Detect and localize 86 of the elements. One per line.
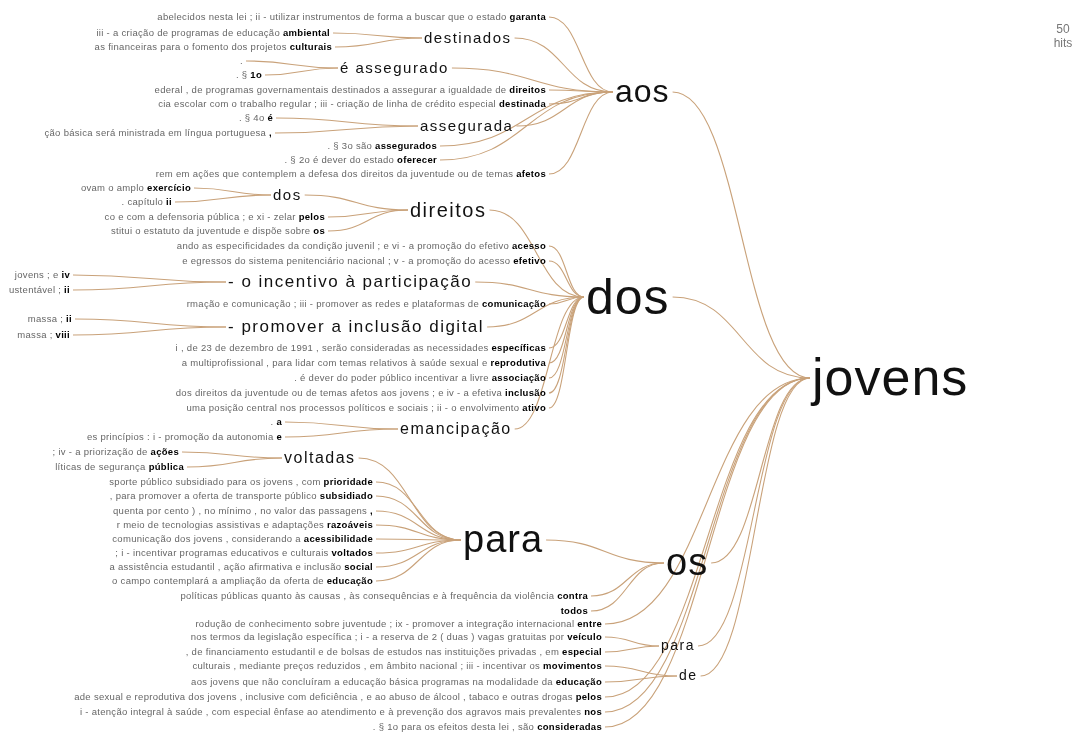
context-text: . § 1o para os efeitos desta lei , são consideradas bbox=[372, 721, 602, 733]
connector-line bbox=[186, 457, 283, 468]
context-text: massa ; viii bbox=[17, 329, 70, 341]
context-text: . é dever do poder público incentivar a livre associação bbox=[294, 372, 546, 384]
context-text: ção básica será ministrada em língua portuguesa , bbox=[44, 127, 272, 139]
context-text: massa ; ii bbox=[27, 313, 72, 325]
connector-line bbox=[72, 281, 227, 291]
context-text: aos jovens que não concluíram a educação básica programas na modalidade da educação bbox=[191, 676, 602, 688]
connector-line bbox=[284, 428, 399, 438]
branch-phrase: para bbox=[661, 638, 696, 654]
context-text: ; i - incentivar programas educativos e culturais voltados bbox=[115, 547, 373, 559]
connector-line bbox=[486, 296, 585, 328]
context-text: co e com a defensoria pública ; e xi - zelar pelos bbox=[104, 211, 325, 223]
context-text: ovam o amplo exercício bbox=[80, 182, 191, 194]
context-text: . § 2o é dever do estado oferecer bbox=[284, 154, 437, 166]
context-text: . bbox=[240, 55, 243, 67]
connector-line bbox=[334, 37, 423, 48]
context-text: ; iv - a priorização de ações bbox=[52, 446, 179, 458]
branch-phrase: dos bbox=[273, 186, 302, 204]
connector-line bbox=[604, 377, 811, 625]
hit-count: 50 hits bbox=[1052, 22, 1074, 50]
connector-line bbox=[174, 194, 272, 203]
branch-phrase: destinados bbox=[424, 29, 512, 47]
context-text: cia escolar com o trabalho regular ; iii - criação de linha de crédito especial destinada bbox=[158, 98, 546, 110]
context-text: rmação e comunicação ; iii - promover as redes e plataformas de comunicação bbox=[186, 298, 546, 310]
context-text: e egressos do sistema penitenciário nacional ; v - a promoção do acesso efetivo bbox=[182, 255, 546, 267]
context-text: iii - a criação de programas de educação ambiental bbox=[96, 27, 330, 39]
connector-line bbox=[590, 562, 665, 612]
branch-phrase: dos bbox=[586, 269, 670, 325]
branch-phrase: para bbox=[463, 519, 544, 561]
context-text: . § 4o é bbox=[238, 112, 273, 124]
connector-line bbox=[590, 562, 665, 597]
connector-line bbox=[327, 209, 409, 232]
context-text: uma posição central nos processos políticos e sociais ; ii - o envolvimento ativo bbox=[186, 402, 546, 414]
connector-line bbox=[604, 645, 660, 653]
branch-phrase: voltadas bbox=[284, 449, 356, 467]
context-text: sporte público subsidiado para os jovens , com prioridade bbox=[109, 476, 373, 488]
branch-phrase: assegurada bbox=[420, 117, 514, 135]
context-text: . a bbox=[270, 416, 282, 428]
connector-line bbox=[604, 675, 678, 683]
branch-phrase: - o incentivo à participação bbox=[228, 272, 473, 292]
context-text: comunicação dos jovens , considerando a acessibilidade bbox=[112, 533, 373, 545]
context-text: a assistência estudantil , ação afirmativa e inclusão social bbox=[109, 561, 373, 573]
context-text: quenta por cento ) , no mínimo , no valor das passagens , bbox=[112, 505, 373, 517]
context-text: nos termos da legislação específica ; i - a reserva de 2 ( duas ) vagas gratuitas por veículo bbox=[190, 631, 602, 643]
context-text: ando as especificidades da condição juvenil ; e vi - a promoção do efetivo acesso bbox=[176, 240, 546, 252]
context-text: líticas de segurança pública bbox=[55, 461, 184, 473]
context-text: todos bbox=[560, 605, 588, 617]
context-text: políticas públicas quanto às causas , às consequências e à frequência da violência contra bbox=[180, 590, 588, 602]
branch-phrase: de bbox=[679, 668, 698, 684]
connector-line bbox=[514, 296, 585, 430]
context-text: jovens ; e iv bbox=[14, 269, 70, 281]
context-text: ederal , de programas governamentais destinados a assegurar a igualdade de direitos bbox=[154, 84, 546, 96]
context-text: i - atenção integral à saúde , com especial ênfase ao atendimento e à prevenção dos agravos mais prevalentes nos bbox=[79, 706, 602, 718]
context-text: r meio de tecnologias assistivas e adaptações razoáveis bbox=[116, 519, 373, 531]
context-text: rem em ações que contemplem a defesa dos direitos da juventude ou de temas afetos bbox=[155, 168, 546, 180]
connector-line bbox=[375, 539, 462, 582]
context-text: as financeiras para o fomento dos projetos culturais bbox=[94, 41, 332, 53]
branch-phrase: os bbox=[666, 542, 709, 584]
connector-line bbox=[72, 326, 227, 336]
connector-line bbox=[548, 91, 614, 175]
context-text: stitui o estatuto da juventude e dispõe sobre os bbox=[110, 225, 325, 237]
branch-phrase: é assegurado bbox=[340, 59, 449, 77]
context-text: . capítulo ii bbox=[121, 196, 172, 208]
context-text: rodução de conhecimento sobre juventude ; ix - promover a integração internacional entre bbox=[195, 618, 602, 630]
context-text: i , de 23 de dezembro de 1991 , serão consideradas as necessidades específicas bbox=[175, 342, 546, 354]
context-text: . § 1o bbox=[235, 69, 262, 81]
context-text: es princípios : i - promoção da autonomia e bbox=[86, 431, 282, 443]
context-text: . § 3o são assegurados bbox=[327, 140, 437, 152]
context-text: o campo contemplará a ampliação da oferta de educação bbox=[112, 575, 373, 587]
context-text: a multiprofissional , para lidar com temas relativos à saúde sexual e reprodutiva bbox=[181, 357, 546, 369]
context-text: , para promover a oferta de transporte público subsidiado bbox=[109, 490, 373, 502]
branch-phrase: - promover a inclusão digital bbox=[228, 317, 485, 337]
context-text: , de financiamento estudantil e de bolsas de estudos nas instituições privadas , em especial bbox=[185, 646, 602, 658]
connector-line bbox=[274, 125, 419, 134]
branch-phrase: aos bbox=[615, 74, 670, 110]
root-word: jovens bbox=[812, 349, 969, 407]
context-text: abelecidos nesta lei ; ii - utilizar instrumentos de forma a buscar que o estado garanta bbox=[157, 11, 546, 23]
context-text: culturais , mediante preços reduzidos , em âmbito nacional ; iii - incentivar os movimentos bbox=[192, 660, 602, 672]
branch-phrase: direitos bbox=[410, 199, 487, 221]
context-text: ustentável ; ii bbox=[9, 284, 70, 296]
branch-phrase: emancipação bbox=[400, 420, 512, 438]
connector-line bbox=[264, 67, 339, 76]
context-text: dos direitos da juventude ou de temas afetos aos jovens ; e iv - a efetiva inclusão bbox=[175, 387, 546, 399]
connector-line bbox=[439, 91, 614, 161]
context-text: ade sexual e reprodutiva dos jovens , inclusive com deficiência , e ao abuso de álcool , tabaco e outras drogas pelos bbox=[74, 691, 602, 703]
